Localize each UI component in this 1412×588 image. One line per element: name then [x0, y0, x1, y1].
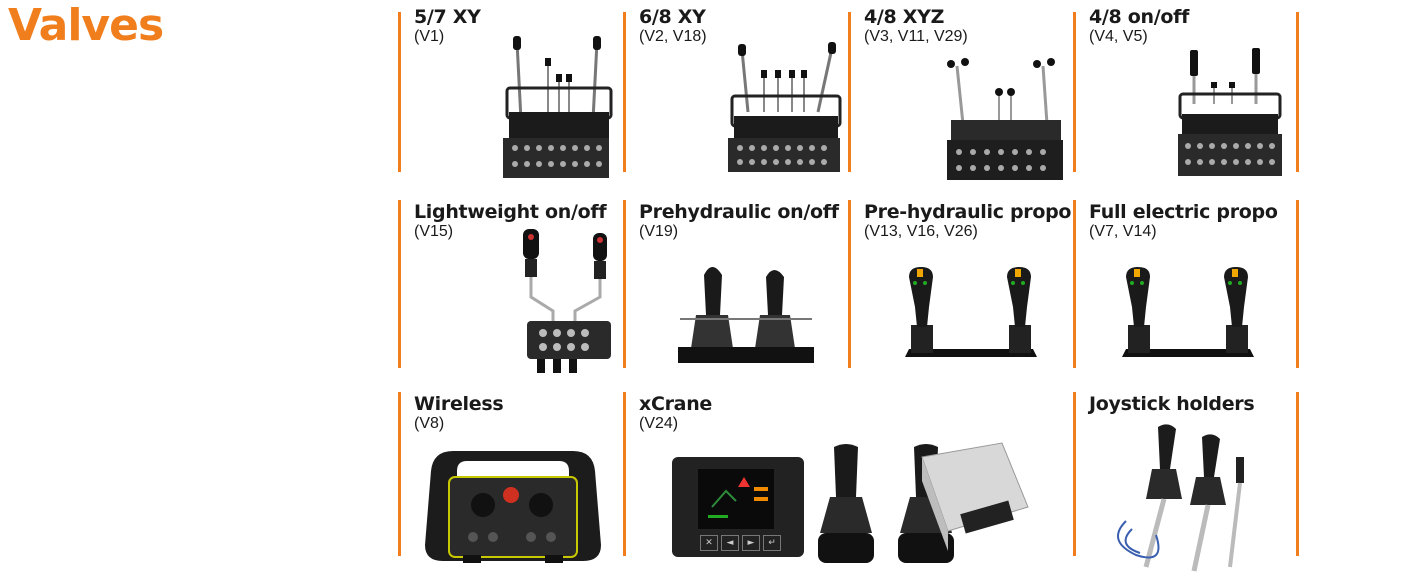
product-cell-prehydraulic-on-off[interactable]: Prehydraulic on/off (V19)	[626, 195, 848, 380]
product-cell-5-7-xy[interactable]: 5/7 XY (V1)	[401, 0, 623, 180]
divider	[398, 200, 401, 368]
product-cell-xcrane[interactable]: xCrane (V24) ✕ ◄ ► ↵	[626, 387, 1073, 582]
product-title: Lightweight on/off	[414, 201, 607, 223]
product-codes: (V15)	[414, 223, 454, 240]
divider	[1296, 12, 1299, 172]
divider	[1073, 200, 1076, 368]
wireless-remote-icon	[423, 447, 603, 567]
divider	[623, 200, 626, 368]
joystick-holders-icon	[1106, 421, 1266, 573]
divider	[623, 12, 626, 172]
xcrane-controller-icon	[882, 437, 1032, 557]
divider	[1073, 12, 1076, 172]
divider	[623, 392, 626, 556]
product-codes: (V4, V5)	[1089, 28, 1148, 45]
xcrane-buttons: ✕ ◄ ► ↵	[700, 535, 781, 551]
product-cell-4-8-xyz[interactable]: 4/8 XYZ (V3, V11, V29)	[851, 0, 1073, 180]
close-button[interactable]: ✕	[700, 535, 718, 551]
product-codes: (V13, V16, V26)	[864, 223, 978, 240]
product-title: Full electric propo	[1089, 201, 1278, 223]
divider	[848, 12, 851, 172]
propo-joysticks-icon	[901, 265, 1041, 365]
divider	[1073, 392, 1076, 556]
product-title: Pre-hydraulic propo	[864, 201, 1072, 223]
valve-block-xy-icon	[499, 32, 619, 182]
prehydraulic-joysticks-icon	[674, 255, 819, 370]
product-codes: (V1)	[414, 28, 445, 45]
product-cell-6-8-xy[interactable]: 6/8 XY (V2, V18)	[626, 0, 848, 180]
product-title: xCrane	[639, 393, 713, 415]
product-cell-wireless[interactable]: Wireless (V8)	[401, 387, 623, 582]
product-codes: (V24)	[639, 415, 679, 432]
page-title: Valves	[8, 0, 164, 51]
product-title: 4/8 on/off	[1089, 6, 1190, 28]
product-cell-pre-hydraulic-propo[interactable]: Pre-hydraulic propo (V13, V16, V26)	[851, 195, 1073, 380]
product-title: 4/8 XYZ	[864, 6, 945, 28]
propo-joysticks-icon	[1118, 265, 1258, 365]
product-codes: (V2, V18)	[639, 28, 707, 45]
product-cell-lightweight-on-off[interactable]: Lightweight on/off (V15)	[401, 195, 623, 380]
divider	[1296, 392, 1299, 556]
right-arrow-button[interactable]: ►	[742, 535, 760, 551]
divider	[1296, 200, 1299, 368]
divider	[398, 12, 401, 172]
product-cell-4-8-on-off[interactable]: 4/8 on/off (V4, V5)	[1076, 0, 1296, 180]
lightweight-valve-icon	[509, 225, 619, 380]
valve-block-onoff-icon	[1176, 44, 1286, 182]
divider	[398, 392, 401, 556]
product-codes: (V8)	[414, 415, 445, 432]
xcrane-display: ✕ ◄ ► ↵	[672, 457, 804, 557]
product-title: 5/7 XY	[414, 6, 481, 28]
product-title: 6/8 XY	[639, 6, 706, 28]
valve-block-xyz-icon	[943, 54, 1073, 184]
product-codes: (V7, V14)	[1089, 223, 1157, 240]
product-title: Prehydraulic on/off	[639, 201, 839, 223]
product-codes: (V3, V11, V29)	[864, 28, 968, 45]
product-cell-full-electric-propo[interactable]: Full electric propo (V7, V14)	[1076, 195, 1296, 380]
product-title: Wireless	[414, 393, 504, 415]
product-codes: (V19)	[639, 223, 679, 240]
product-title: Joystick holders	[1089, 393, 1255, 415]
enter-button[interactable]: ↵	[763, 535, 781, 551]
valve-block-xy-icon	[726, 40, 846, 175]
xcrane-joystick-icon	[816, 443, 876, 567]
divider	[848, 200, 851, 368]
left-arrow-button[interactable]: ◄	[721, 535, 739, 551]
product-cell-joystick-holders[interactable]: Joystick holders	[1076, 387, 1296, 582]
